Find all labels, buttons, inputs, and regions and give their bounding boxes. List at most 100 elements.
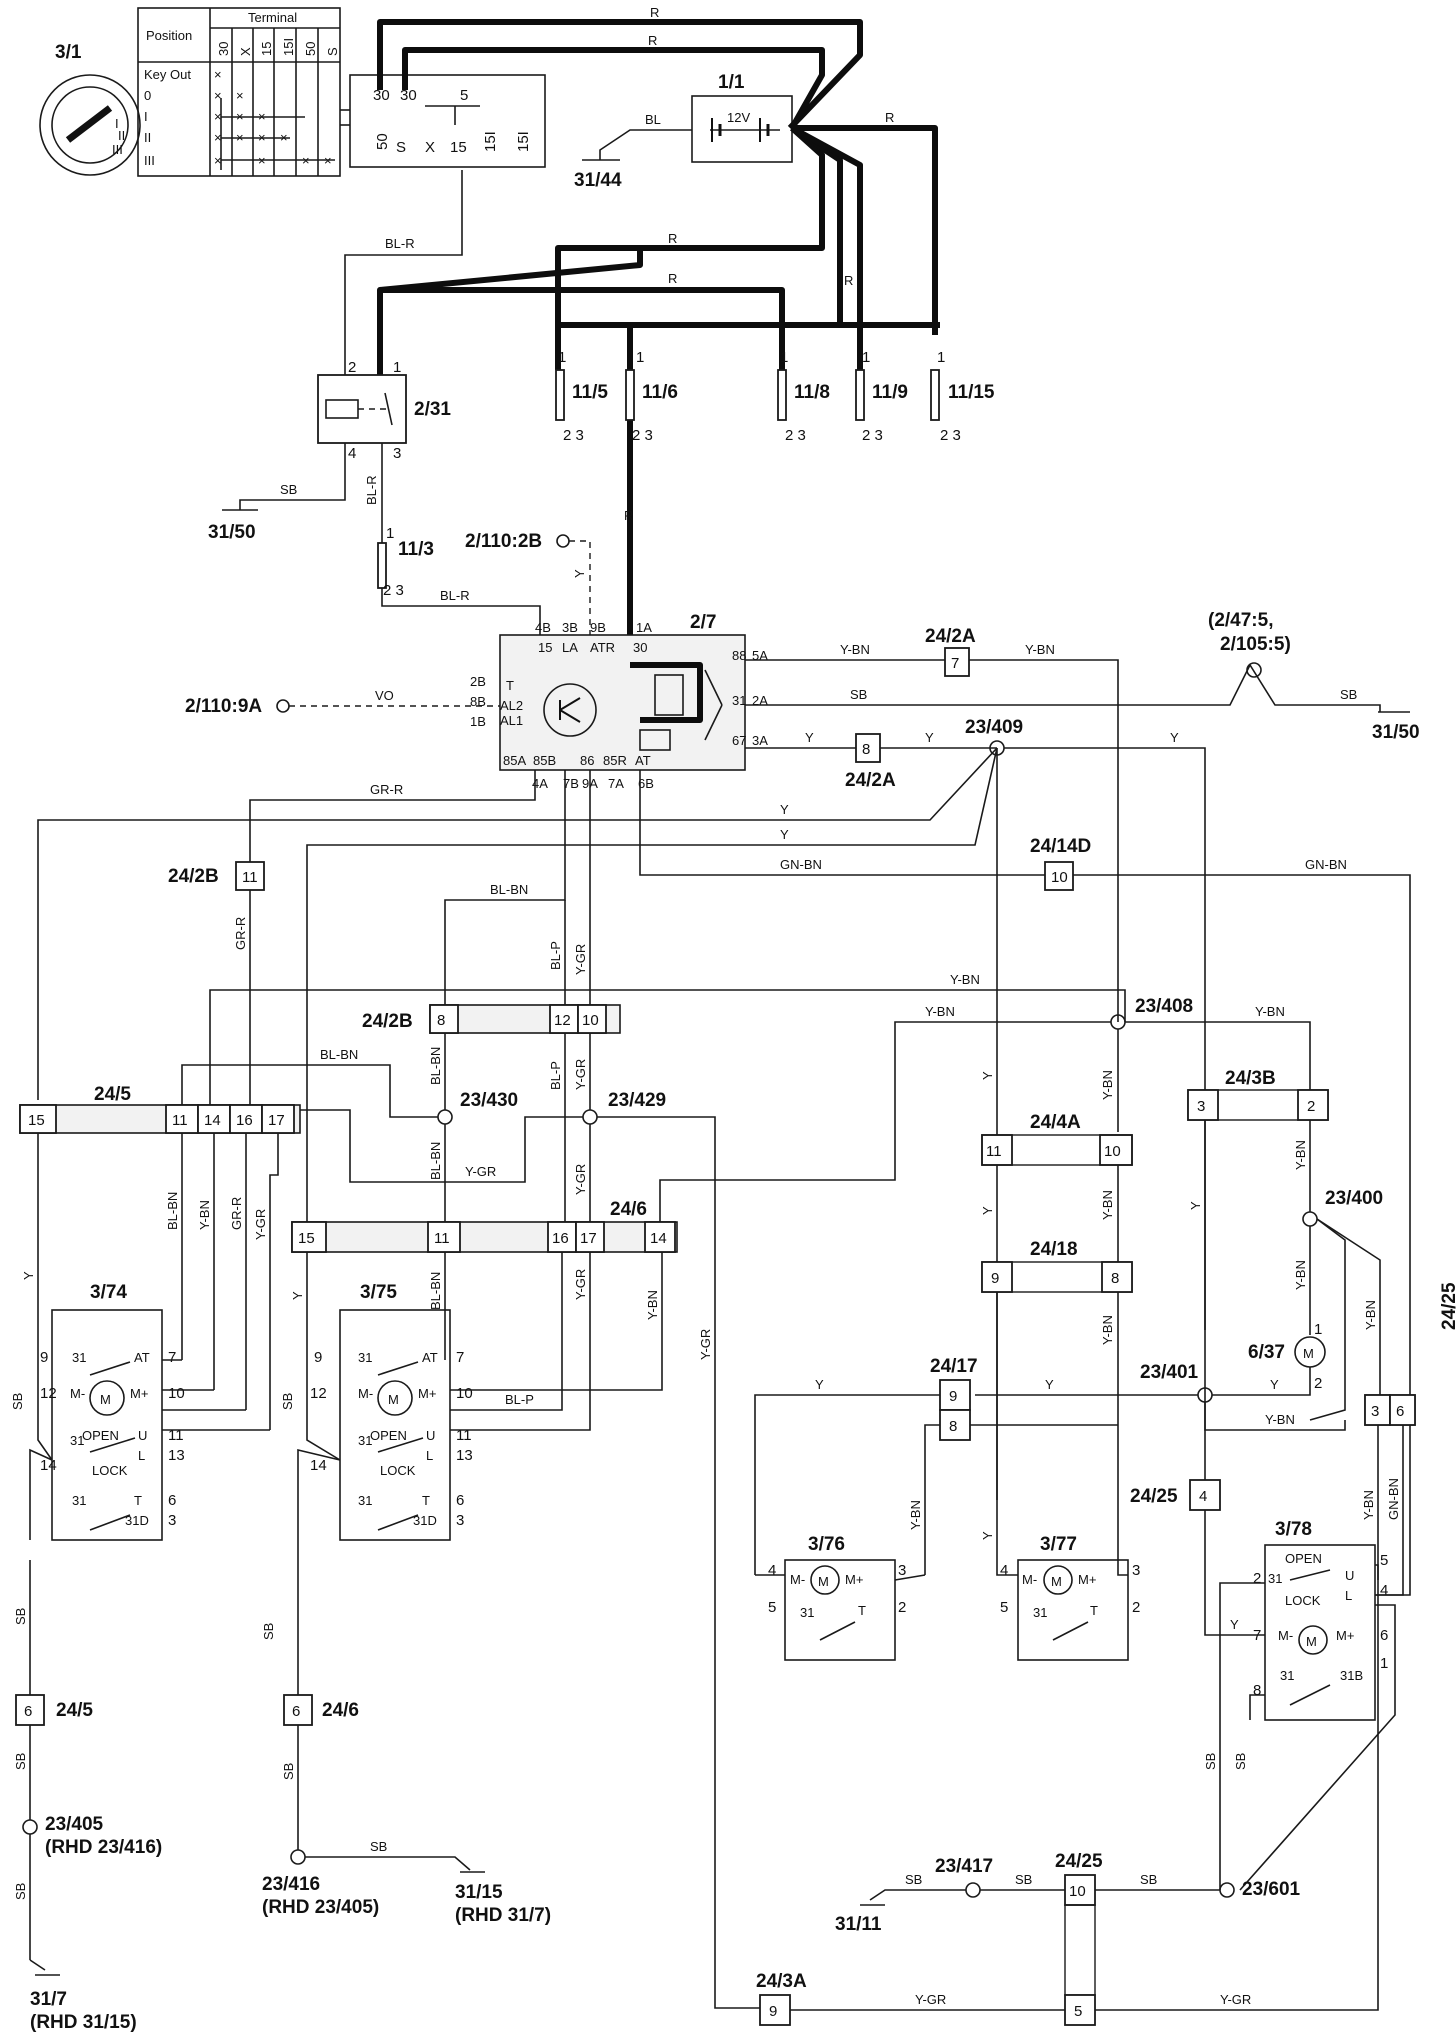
svg-text:24/17: 24/17 <box>930 1356 978 1377</box>
svg-text:SB: SB <box>370 1839 387 1854</box>
svg-text:Y: Y <box>572 569 587 578</box>
svg-text:24/2B: 24/2B <box>168 866 219 887</box>
svg-text:2/7: 2/7 <box>690 612 716 633</box>
svg-text:SB: SB <box>280 482 297 497</box>
svg-text:2 3: 2 3 <box>940 427 961 444</box>
svg-text:SB: SB <box>1015 1872 1032 1887</box>
svg-text:8: 8 <box>862 741 870 758</box>
svg-text:11/3: 11/3 <box>398 539 434 560</box>
svg-text:(RHD 23/416): (RHD 23/416) <box>45 1837 162 1858</box>
wires-3-74: Y BL-BN Y-BN GR-R Y-GR <box>21 1133 279 1430</box>
svg-text:6: 6 <box>168 1492 176 1509</box>
svg-text:3/75: 3/75 <box>360 1282 397 1303</box>
svg-text:1: 1 <box>780 349 788 366</box>
svg-text:85R: 85R <box>603 753 627 768</box>
svg-text:12: 12 <box>40 1385 57 1402</box>
svg-text:Y-BN: Y-BN <box>950 972 980 987</box>
svg-text:Y: Y <box>1170 730 1179 745</box>
svg-text:3: 3 <box>1132 1562 1140 1579</box>
svg-text:1: 1 <box>636 349 644 366</box>
svg-text:4: 4 <box>1199 1488 1207 1505</box>
svg-text:ATR: ATR <box>590 640 615 655</box>
svg-text:U: U <box>138 1428 147 1443</box>
fuse-11-15: 11/15 1 2 3 <box>930 349 995 444</box>
svg-text:12V: 12V <box>727 110 750 125</box>
ref-2-110-2b: 2/110:2B Y <box>465 531 591 635</box>
svg-text:6/37: 6/37 <box>1248 1342 1285 1363</box>
svg-text:6: 6 <box>1380 1627 1388 1644</box>
svg-text:8B: 8B <box>470 694 486 709</box>
svg-text:2 3: 2 3 <box>632 427 653 444</box>
svg-text:88: 88 <box>732 648 746 663</box>
svg-text:2 3: 2 3 <box>862 427 883 444</box>
svg-text:15: 15 <box>298 1230 315 1247</box>
svg-text:67: 67 <box>732 733 746 748</box>
svg-text:31D: 31D <box>413 1513 437 1528</box>
terminal-header: Terminal <box>248 10 297 25</box>
svg-text:SB: SB <box>13 1608 28 1625</box>
svg-text:11: 11 <box>456 1427 472 1444</box>
svg-text:BL-BN: BL-BN <box>165 1192 180 1230</box>
svg-text:III: III <box>112 142 123 157</box>
splice-23-601 <box>1219 1882 1235 1898</box>
svg-text:31: 31 <box>72 1350 86 1365</box>
svg-text:7: 7 <box>168 1349 176 1366</box>
svg-text:5: 5 <box>1000 1599 1008 1616</box>
svg-text:2/110:2B: 2/110:2B <box>465 531 542 552</box>
svg-text:1: 1 <box>1314 1321 1322 1338</box>
svg-text:23/409: 23/409 <box>965 717 1023 738</box>
central-unit-2-7: 2/7 4B 3B 9B 1A 15 LA ATR 30 88 31 67 T … <box>470 612 768 791</box>
power-wires-r: R R R R R R R <box>377 5 940 720</box>
central-unit-outputs: Y-BN 7 24/2A Y-BN SB SB (2/47:5, 2/105:5… <box>745 610 1420 1330</box>
svg-text:M-: M- <box>358 1386 373 1401</box>
svg-text:1: 1 <box>386 525 394 542</box>
svg-text:BL: BL <box>645 112 661 127</box>
svg-text:3: 3 <box>393 445 401 462</box>
svg-text:Y-GR: Y-GR <box>573 1059 588 1090</box>
fuse-11-9: 11/9 1 2 3 <box>855 349 908 444</box>
svg-text:31: 31 <box>800 1605 814 1620</box>
svg-text:24/4A: 24/4A <box>1030 1112 1081 1133</box>
lock-unit-3-78: 3/78 OPEN 31 U 2 5 4 LOCK L M- M+ 7 6 M … <box>1203 1519 1411 1891</box>
svg-text:SB: SB <box>1340 687 1357 702</box>
svg-text:Y-GR: Y-GR <box>573 1164 588 1195</box>
svg-text:31: 31 <box>358 1493 372 1508</box>
svg-text:GN-BN: GN-BN <box>1305 857 1347 872</box>
svg-text:OPEN: OPEN <box>82 1428 119 1443</box>
svg-text:24/14D: 24/14D <box>1030 836 1091 857</box>
svg-text:Y-BN: Y-BN <box>1025 642 1055 657</box>
svg-text:9B: 9B <box>590 620 606 635</box>
svg-text:16: 16 <box>552 1230 569 1247</box>
svg-text:13: 13 <box>168 1447 185 1464</box>
svg-text:11/5: 11/5 <box>572 382 608 403</box>
svg-text:10: 10 <box>1104 1143 1121 1160</box>
svg-text:Y-BN: Y-BN <box>1293 1140 1308 1170</box>
svg-text:4: 4 <box>1000 1562 1008 1579</box>
svg-text:SB: SB <box>280 1393 295 1410</box>
svg-text:Y-BN: Y-BN <box>1255 1004 1285 1019</box>
svg-text:4: 4 <box>348 445 356 462</box>
lock-unit-3-75: 3/75 31 AT 9 7 M M- M+ 12 10 OPEN 31 U 1… <box>280 1252 663 1720</box>
svg-text:3/77: 3/77 <box>1040 1534 1077 1555</box>
svg-text:14: 14 <box>40 1457 57 1474</box>
svg-text:AT: AT <box>422 1350 438 1365</box>
svg-text:Y: Y <box>980 1071 995 1080</box>
svg-text:×: × <box>214 109 222 124</box>
svg-text:M: M <box>1306 1634 1317 1649</box>
svg-text:R: R <box>648 33 657 48</box>
svg-text:11/8: 11/8 <box>794 382 830 403</box>
ignition-key-circle <box>39 74 141 176</box>
svg-text:2 3: 2 3 <box>785 427 806 444</box>
svg-text:10: 10 <box>1051 869 1068 886</box>
svg-text:4B: 4B <box>535 620 551 635</box>
svg-text:SB: SB <box>905 1872 922 1887</box>
svg-text:31: 31 <box>1268 1571 1282 1586</box>
svg-text:Y: Y <box>21 1271 36 1280</box>
connector-24-25-mid: 4 24/25 Y <box>1130 1479 1265 1636</box>
svg-text:VO: VO <box>375 688 394 703</box>
svg-text:5: 5 <box>460 87 468 104</box>
svg-text:30: 30 <box>400 87 417 104</box>
svg-text:Y: Y <box>780 802 789 817</box>
svg-text:LOCK: LOCK <box>380 1463 416 1478</box>
